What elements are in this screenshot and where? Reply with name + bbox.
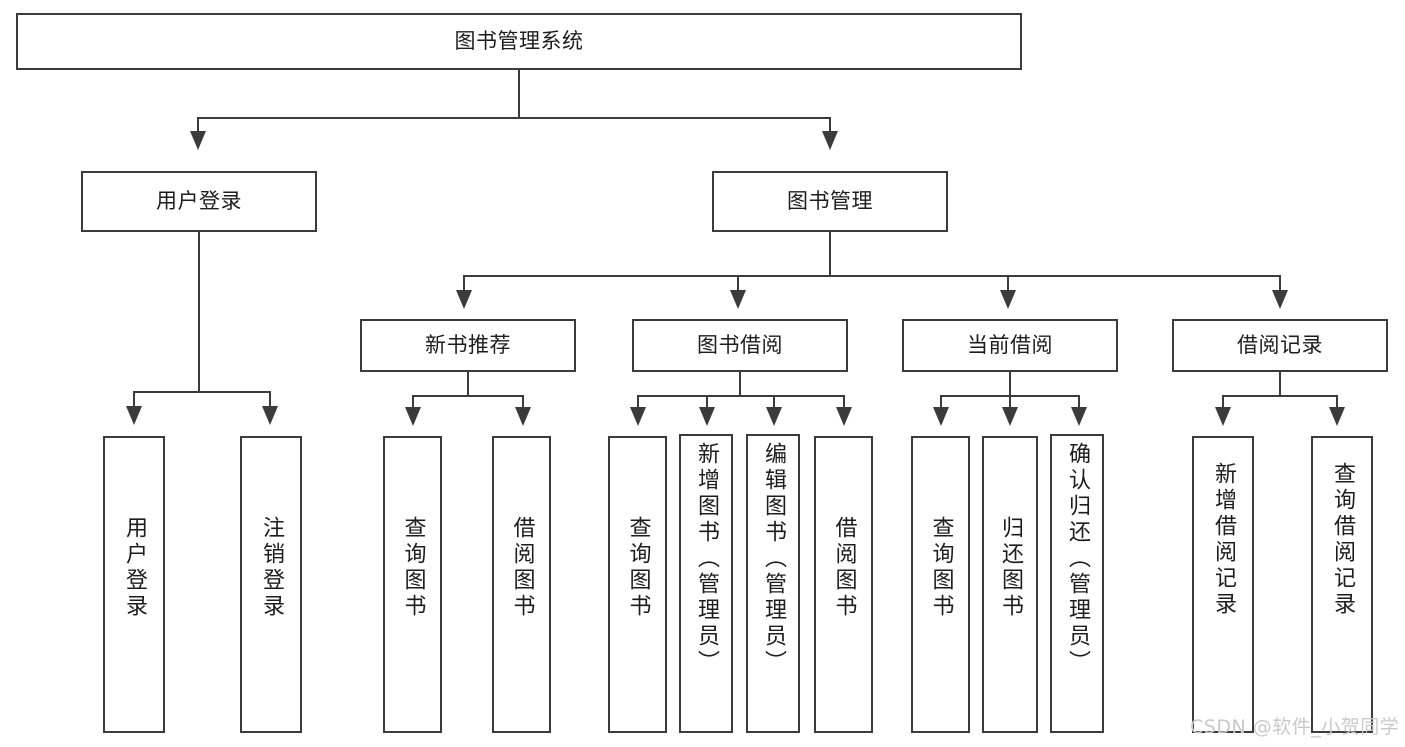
- node-root[interactable]: 图书管理系统: [16, 13, 1022, 70]
- connector-new-book-recommend-stem: [467, 372, 469, 396]
- leaf-logout[interactable]: 注销登录: [240, 436, 302, 733]
- leaf-return-book[interactable]: 归还图书: [982, 436, 1038, 733]
- node-book-manage-label: 图书管理: [787, 189, 873, 214]
- connector-bb-drop-2: [706, 395, 708, 409]
- node-user-login[interactable]: 用户登录: [81, 171, 317, 232]
- connector-br-drop-2: [1336, 395, 1338, 409]
- arrowhead-leaf-query-record: [1329, 407, 1345, 426]
- node-book-borrow-label: 图书借阅: [697, 333, 783, 358]
- leaf-add-book-label: 新增图书（管理员）: [694, 442, 719, 676]
- node-new-book-recommend-label: 新书推荐: [425, 333, 511, 358]
- connector-nbr-drop-2: [522, 395, 524, 409]
- arrowhead-leaf-borrow-book-2: [836, 407, 852, 426]
- leaf-add-book[interactable]: 新增图书（管理员）: [679, 434, 733, 733]
- arrowhead-leaf-user-login: [126, 406, 142, 425]
- leaf-query-book-1[interactable]: 查询图书: [383, 436, 442, 733]
- connector-book-manage-stem: [829, 232, 831, 276]
- leaf-logout-label: 注销登录: [259, 516, 284, 620]
- connector-cb-drop-3: [1078, 395, 1080, 409]
- arrowhead-leaf-query-book-3: [933, 407, 949, 426]
- leaf-user-login-label: 用户登录: [122, 516, 147, 620]
- leaf-borrow-book-2[interactable]: 借阅图书: [814, 436, 873, 733]
- leaf-query-record-label: 查询借阅记录: [1330, 462, 1355, 618]
- connector-bb-drop-1: [637, 395, 639, 409]
- arrowhead-leaf-return-book: [1002, 407, 1018, 426]
- node-user-login-label: 用户登录: [156, 189, 242, 214]
- leaf-borrow-book-1-label: 借阅图书: [509, 516, 535, 620]
- connector-level3-drop-1: [463, 275, 465, 292]
- leaf-query-book-3-label: 查询图书: [928, 516, 954, 620]
- node-root-label: 图书管理系统: [454, 29, 584, 54]
- leaf-confirm-return[interactable]: 确认归还（管理员）: [1050, 434, 1104, 733]
- connector-level2-drop-left: [197, 117, 199, 133]
- leaf-query-book-2[interactable]: 查询图书: [608, 436, 667, 733]
- leaf-query-book-3[interactable]: 查询图书: [911, 436, 970, 733]
- connector-cb-drop-1: [940, 395, 942, 409]
- connector-current-borrow-stem: [1009, 372, 1011, 396]
- node-borrow-record-label: 借阅记录: [1237, 333, 1323, 358]
- arrowhead-leaf-logout: [262, 406, 278, 425]
- arrowhead-book-manage: [822, 131, 838, 150]
- leaf-query-record[interactable]: 查询借阅记录: [1311, 436, 1373, 733]
- node-new-book-recommend[interactable]: 新书推荐: [360, 319, 576, 372]
- connector-bb-drop-3: [773, 395, 775, 409]
- node-book-borrow[interactable]: 图书借阅: [632, 319, 848, 372]
- connector-cb-drop-2: [1009, 395, 1011, 409]
- connector-level2-drop-right: [829, 117, 831, 133]
- connector-user-login-stem: [198, 232, 200, 392]
- arrowhead-leaf-query-book-2: [630, 407, 646, 426]
- connector-root-stem: [518, 70, 520, 118]
- arrowhead-book-borrow: [730, 290, 746, 309]
- leaf-add-record[interactable]: 新增借阅记录: [1192, 436, 1254, 733]
- leaf-query-book-2-label: 查询图书: [625, 516, 651, 620]
- connector-level3-drop-4: [1279, 275, 1281, 292]
- connector-new-book-recommend-bus: [412, 395, 524, 397]
- connector-bb-drop-4: [843, 395, 845, 409]
- leaf-edit-book-label: 编辑图书（管理员）: [761, 442, 786, 676]
- connector-borrow-record-stem: [1279, 372, 1281, 396]
- connector-book-borrow-stem: [739, 372, 741, 396]
- arrowhead-leaf-edit-book: [766, 407, 782, 426]
- connector-book-borrow-bus: [637, 395, 845, 397]
- connector-level3-drop-2: [737, 275, 739, 292]
- leaf-query-book-1-label: 查询图书: [400, 516, 426, 620]
- connector-user-login-bus: [133, 391, 271, 393]
- arrowhead-leaf-add-book: [699, 407, 715, 426]
- arrowhead-leaf-borrow-book-1: [515, 407, 531, 426]
- leaf-edit-book[interactable]: 编辑图书（管理员）: [746, 434, 800, 733]
- connector-level3-drop-3: [1007, 275, 1009, 292]
- connector-level2-bus: [197, 117, 831, 119]
- connector-nbr-drop-1: [412, 395, 414, 409]
- node-borrow-record[interactable]: 借阅记录: [1172, 319, 1388, 372]
- node-current-borrow-label: 当前借阅: [967, 333, 1053, 358]
- arrowhead-borrow-record: [1272, 290, 1288, 309]
- leaf-return-book-label: 归还图书: [998, 516, 1023, 620]
- node-book-manage[interactable]: 图书管理: [712, 171, 948, 232]
- arrowhead-user-login: [190, 131, 206, 150]
- leaf-add-record-label: 新增借阅记录: [1211, 462, 1236, 618]
- connector-borrow-record-bus: [1222, 395, 1338, 397]
- connector-user-login-drop-1: [133, 391, 135, 408]
- leaf-user-login[interactable]: 用户登录: [103, 436, 165, 733]
- arrowhead-new-book-recommend: [456, 290, 472, 309]
- arrowhead-leaf-query-book-1: [405, 407, 421, 426]
- connector-user-login-drop-2: [269, 391, 271, 408]
- arrowhead-current-borrow: [1000, 290, 1016, 309]
- connector-br-drop-1: [1222, 395, 1224, 409]
- connector-level3-bus: [463, 275, 1281, 277]
- arrowhead-leaf-add-record: [1215, 407, 1231, 426]
- leaf-borrow-book-2-label: 借阅图书: [831, 516, 857, 620]
- leaf-borrow-book-1[interactable]: 借阅图书: [492, 436, 551, 733]
- arrowhead-leaf-confirm-return: [1071, 407, 1087, 426]
- node-current-borrow[interactable]: 当前借阅: [902, 319, 1118, 372]
- leaf-confirm-return-label: 确认归还（管理员）: [1065, 442, 1090, 676]
